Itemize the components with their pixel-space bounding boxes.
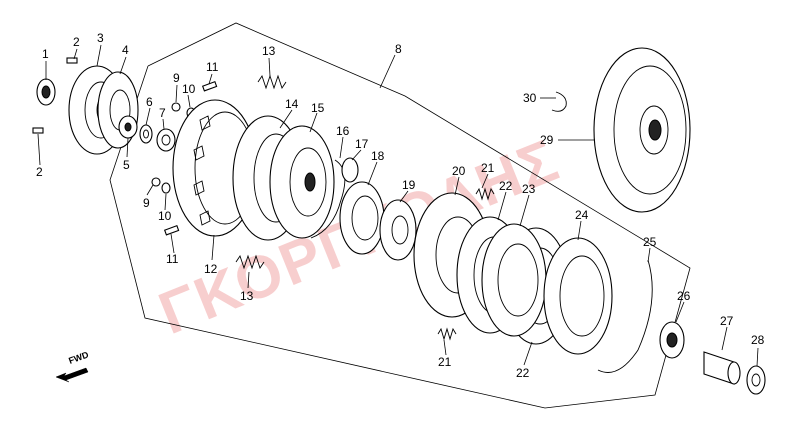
callout-12: 12 — [204, 262, 218, 276]
part-7-lock-washer — [156, 128, 176, 152]
part-19-hub — [379, 199, 417, 261]
part-9-bolt-lower — [151, 177, 161, 187]
part-17-retainer — [341, 157, 359, 183]
callout-16: 16 — [336, 124, 350, 138]
part-30-snap-ring — [551, 91, 567, 112]
callout-10-lower: 10 — [158, 209, 172, 223]
callout-15: 15 — [311, 101, 325, 115]
part-10-washer-lower — [161, 182, 171, 194]
part-5-nut — [118, 115, 138, 139]
callout-21-upper: 21 — [481, 161, 495, 175]
part-2-pin-upper — [66, 57, 78, 64]
part-11-bolt-lower — [163, 225, 180, 236]
callout-13-lower: 13 — [240, 289, 254, 303]
callout-19: 19 — [402, 178, 416, 192]
callout-9-lower: 9 — [143, 196, 150, 210]
part-6-washer — [139, 124, 153, 144]
callout-26: 26 — [677, 289, 691, 303]
part-2-pin-lower — [32, 127, 44, 134]
callout-6: 6 — [146, 95, 153, 109]
callout-11-lower: 11 — [166, 252, 179, 266]
callout-3: 3 — [97, 31, 104, 45]
callout-5: 5 — [123, 158, 130, 172]
callout-21-lower: 21 — [438, 355, 452, 369]
callout-23: 23 — [522, 182, 536, 196]
callout-14: 14 — [285, 97, 299, 111]
callout-22-lower: 22 — [516, 366, 530, 380]
callout-4: 4 — [122, 43, 129, 57]
fwd-label: FWD — [67, 349, 90, 366]
callout-10-upper: 10 — [182, 82, 196, 96]
callout-13-upper: 13 — [262, 44, 276, 58]
callout-9-upper: 9 — [173, 71, 180, 85]
callout-29: 29 — [540, 133, 554, 147]
callout-27: 27 — [720, 314, 734, 328]
part-1-bearing — [36, 78, 56, 106]
callout-labels: 1 2 2 3 4 5 6 7 8 9 9 10 10 11 11 12 13 … — [36, 31, 765, 380]
callout-7: 7 — [159, 106, 166, 120]
callout-20: 20 — [452, 164, 466, 178]
callout-8: 8 — [395, 42, 402, 56]
part-15-shoe-assembly — [269, 125, 335, 239]
callout-2-lower: 2 — [36, 165, 43, 179]
part-11-bolt-upper — [201, 81, 218, 92]
callout-11-upper: 11 — [206, 60, 219, 74]
fwd-indicator: FWD — [55, 349, 90, 383]
fwd-arrow-icon — [55, 367, 89, 383]
callout-28: 28 — [751, 333, 765, 347]
callout-18: 18 — [371, 149, 385, 163]
leader-lines — [37, 44, 759, 367]
part-9-bolt-upper — [171, 102, 181, 112]
part-21-spring-lower — [437, 327, 457, 341]
callout-17: 17 — [355, 137, 369, 151]
callout-30: 30 — [523, 91, 537, 105]
part-21-spring-upper — [475, 187, 495, 201]
callout-22-upper: 22 — [499, 179, 513, 193]
part-24-end-plate — [543, 237, 613, 355]
part-27-bushing — [703, 351, 741, 385]
part-23-steel-plate — [481, 223, 547, 337]
part-25-circlip — [597, 259, 653, 373]
assembly-outline — [109, 22, 691, 409]
part-18-one-way-clutch — [339, 181, 385, 255]
callout-24: 24 — [575, 208, 589, 222]
part-13-spring-lower — [235, 254, 265, 270]
callout-2-upper: 2 — [73, 35, 80, 49]
part-13-spring-upper — [257, 74, 287, 90]
part-28-thrust-washer — [746, 365, 766, 395]
part-26-gear-sleeve — [659, 321, 685, 359]
part-29-driven-gear — [593, 47, 691, 213]
callout-25: 25 — [643, 235, 657, 249]
callout-1: 1 — [42, 47, 49, 61]
